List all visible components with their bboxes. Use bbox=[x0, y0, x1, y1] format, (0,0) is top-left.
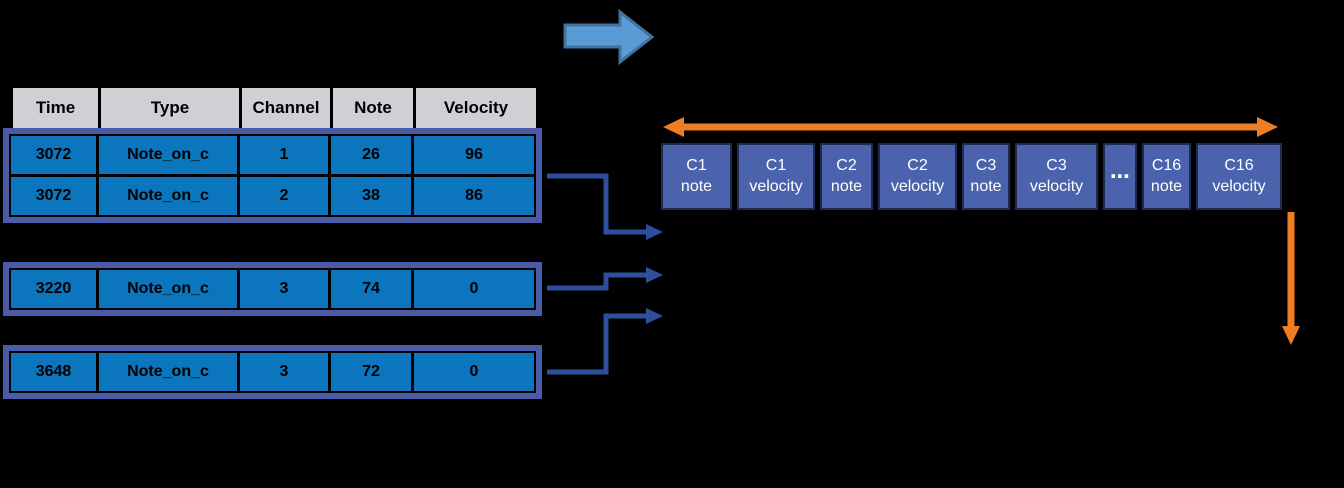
cell-channel: 1 bbox=[240, 136, 328, 174]
transform-arrow-icon bbox=[563, 8, 655, 66]
vector-cell-c1-velocity: C1 velocity bbox=[737, 143, 815, 210]
vector-cell-c3-velocity: C3 velocity bbox=[1015, 143, 1098, 210]
cell-velocity: 96 bbox=[414, 136, 534, 174]
cell-note: 74 bbox=[331, 270, 411, 308]
header-velocity: Velocity bbox=[416, 88, 536, 128]
table-row: 3220 Note_on_c 3 74 0 bbox=[11, 270, 534, 308]
cell-channel: 3 bbox=[240, 270, 328, 308]
table-row: 3072 Note_on_c 1 26 96 bbox=[11, 136, 534, 174]
time-direction-arrow-icon bbox=[1282, 212, 1300, 345]
header-channel: Channel bbox=[242, 88, 330, 128]
channel-vector-row: C1 note C1 velocity C2 note C2 velocity … bbox=[661, 143, 1282, 210]
header-time: Time bbox=[13, 88, 98, 128]
cell-channel: 2 bbox=[240, 177, 328, 215]
vector-cell-c2-velocity: C2 velocity bbox=[878, 143, 957, 210]
connector-arrow-2-icon bbox=[547, 267, 663, 291]
vector-cell-c16-velocity: C16 velocity bbox=[1196, 143, 1282, 210]
cell-type: Note_on_c bbox=[99, 353, 237, 391]
connector-arrow-3-icon bbox=[547, 308, 663, 375]
vector-cell-c3-note: C3 note bbox=[962, 143, 1010, 210]
midi-table-header: Time Type Channel Note Velocity bbox=[13, 88, 536, 128]
cell-type: Note_on_c bbox=[99, 270, 237, 308]
cell-type: Note_on_c bbox=[99, 136, 237, 174]
cell-channel: 3 bbox=[240, 353, 328, 391]
event-group-3: 3648 Note_on_c 3 72 0 bbox=[3, 345, 542, 399]
table-row: 3648 Note_on_c 3 72 0 bbox=[11, 353, 534, 391]
vector-cell-c16-note: C16 note bbox=[1142, 143, 1191, 210]
cell-time: 3072 bbox=[11, 136, 96, 174]
table-row: 3072 Note_on_c 2 38 86 bbox=[11, 177, 534, 215]
event-group-2: 3220 Note_on_c 3 74 0 bbox=[3, 262, 542, 316]
cell-note: 38 bbox=[331, 177, 411, 215]
span-double-arrow-icon bbox=[663, 117, 1278, 137]
ellipsis-icon: ⋯ bbox=[1110, 165, 1130, 188]
cell-time: 3072 bbox=[11, 177, 96, 215]
cell-note: 72 bbox=[331, 353, 411, 391]
vector-cell-c1-note: C1 note bbox=[661, 143, 732, 210]
cell-time: 3220 bbox=[11, 270, 96, 308]
cell-type: Note_on_c bbox=[99, 177, 237, 215]
header-note: Note bbox=[333, 88, 413, 128]
vector-cell-c2-note: C2 note bbox=[820, 143, 873, 210]
vector-cell-ellipsis: ⋯ bbox=[1103, 143, 1137, 210]
cell-velocity: 0 bbox=[414, 270, 534, 308]
cell-time: 3648 bbox=[11, 353, 96, 391]
event-group-1: 3072 Note_on_c 1 26 96 3072 Note_on_c 2 … bbox=[3, 128, 542, 223]
cell-note: 26 bbox=[331, 136, 411, 174]
connector-arrow-1-icon bbox=[547, 173, 663, 240]
cell-velocity: 0 bbox=[414, 353, 534, 391]
header-type: Type bbox=[101, 88, 239, 128]
cell-velocity: 86 bbox=[414, 177, 534, 215]
